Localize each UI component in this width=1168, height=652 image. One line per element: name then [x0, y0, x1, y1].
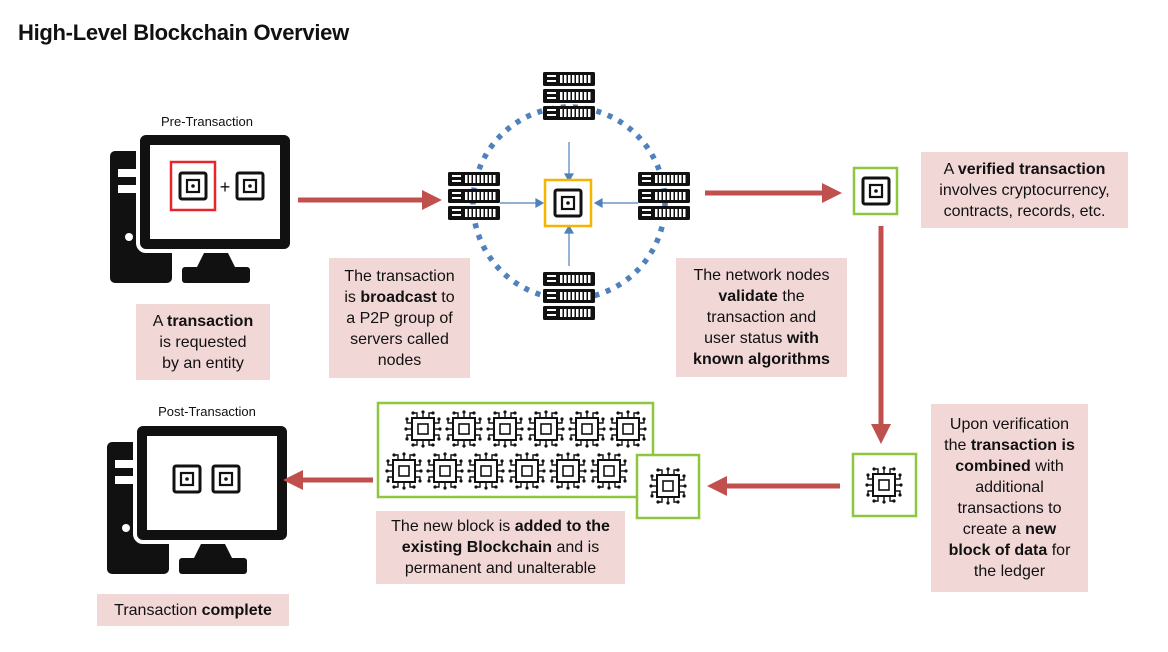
- transaction-requested-box: A transaction is requested by an entity: [136, 304, 270, 380]
- page-title: High-Level Blockchain Overview: [18, 20, 349, 45]
- block-added-box: The new block is added to the existing B…: [376, 511, 625, 584]
- svg-text:+: +: [220, 177, 231, 197]
- new-block-frame: [851, 452, 918, 518]
- verified-transaction-box: A verified transaction involves cryptocu…: [921, 152, 1128, 228]
- server-node-bottom-icon: [543, 272, 595, 320]
- new-block-created-box: Upon verification the transaction is com…: [931, 404, 1088, 592]
- transaction-complete-box: Transaction complete: [97, 594, 289, 626]
- server-node-top-icon: [543, 72, 595, 120]
- node-connectors: [500, 142, 638, 266]
- post-transaction-computer-icon: [105, 422, 291, 576]
- pre-transaction-label: Pre-Transaction: [161, 114, 253, 129]
- selected-transaction-frame: [169, 160, 217, 212]
- server-node-right-icon: [638, 172, 690, 220]
- verified-transaction-icon: [861, 176, 891, 206]
- nodes-validate-box: The network nodes validate the transacti…: [676, 258, 847, 377]
- pre-transaction-computer-icon: +: [108, 131, 294, 285]
- appended-block-frame: [635, 453, 701, 520]
- flow-arrows: [283, 183, 891, 496]
- server-node-left-icon: [448, 172, 500, 220]
- post-transaction-label: Post-Transaction: [158, 404, 256, 419]
- transaction-broadcast-box: The transaction is broadcast to a P2P gr…: [329, 258, 470, 378]
- pending-transaction-icon: [553, 188, 583, 218]
